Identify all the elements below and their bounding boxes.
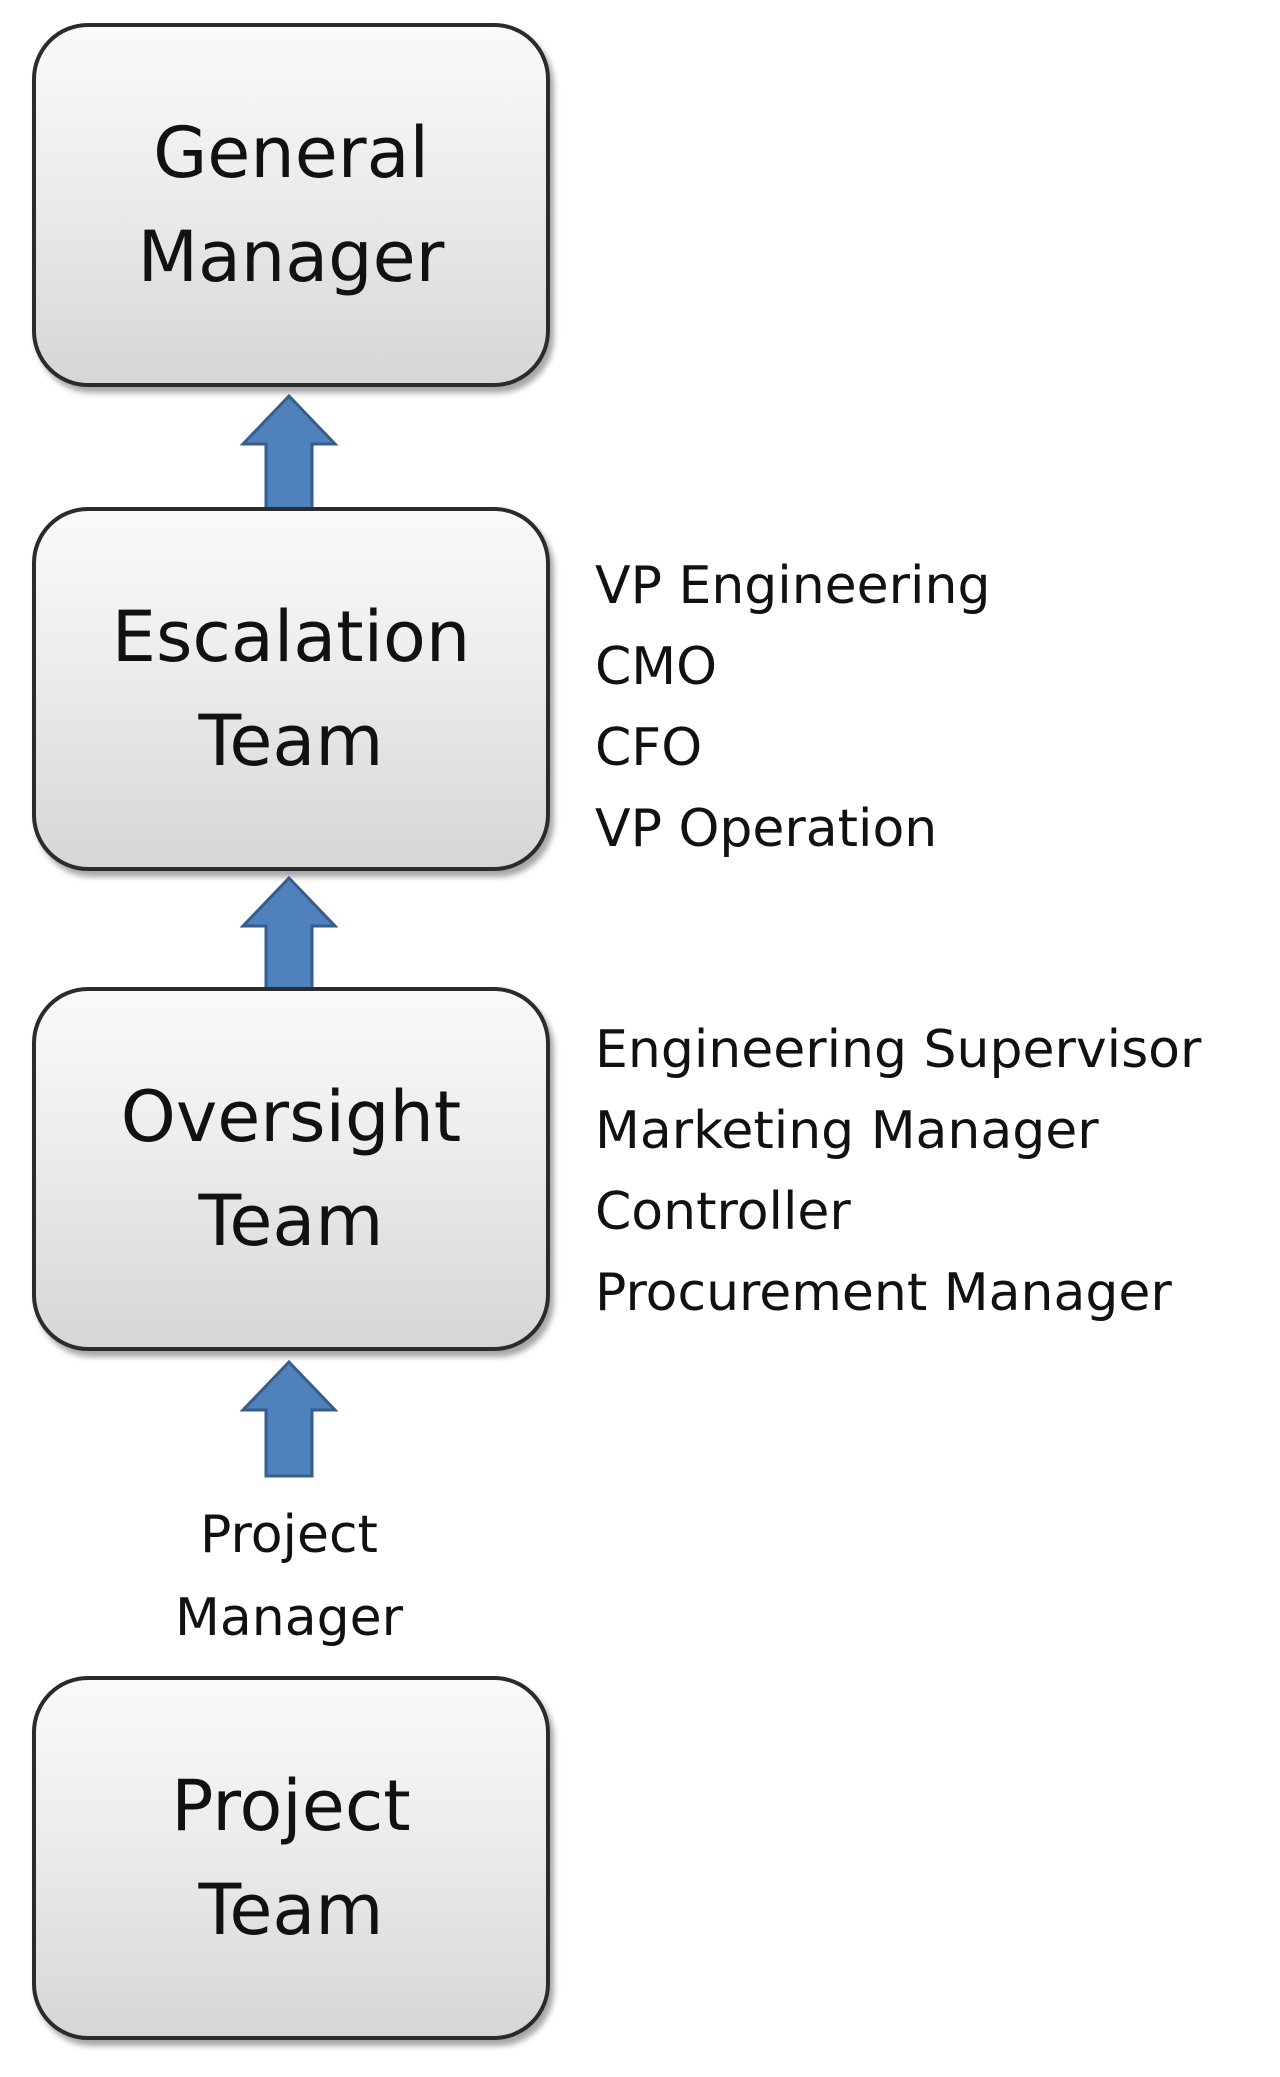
general-manager-box: General Manager	[32, 23, 550, 387]
list-item: VP Operation	[595, 799, 938, 859]
list-item: Controller	[595, 1182, 851, 1242]
list-item: CMO	[595, 637, 718, 697]
oversight-members-list: Engineering Supervisor Marketing Manager…	[595, 1010, 1201, 1334]
list-item: Procurement Manager	[595, 1263, 1172, 1323]
project-team-box: Project Team	[32, 1676, 550, 2040]
escalation-team-box: Escalation Team	[32, 507, 550, 871]
up-arrow-icon	[239, 876, 339, 994]
list-item: VP Engineering	[595, 556, 991, 616]
general-manager-label: General Manager	[137, 112, 445, 298]
escalation-members-list: VP Engineering CMO CFO VP Operation	[595, 546, 990, 870]
project-manager-label: Project Manager	[175, 1505, 403, 1648]
oversight-team-box: Oversight Team	[32, 987, 550, 1351]
list-item: Marketing Manager	[595, 1101, 1099, 1161]
up-arrow-icon	[239, 1360, 339, 1478]
list-item: Engineering Supervisor	[595, 1020, 1202, 1080]
oversight-team-label: Oversight Team	[120, 1076, 462, 1262]
up-arrow-icon	[239, 394, 339, 512]
escalation-team-label: Escalation Team	[111, 596, 471, 782]
project-team-label: Project Team	[171, 1765, 411, 1951]
list-item: CFO	[595, 718, 703, 778]
